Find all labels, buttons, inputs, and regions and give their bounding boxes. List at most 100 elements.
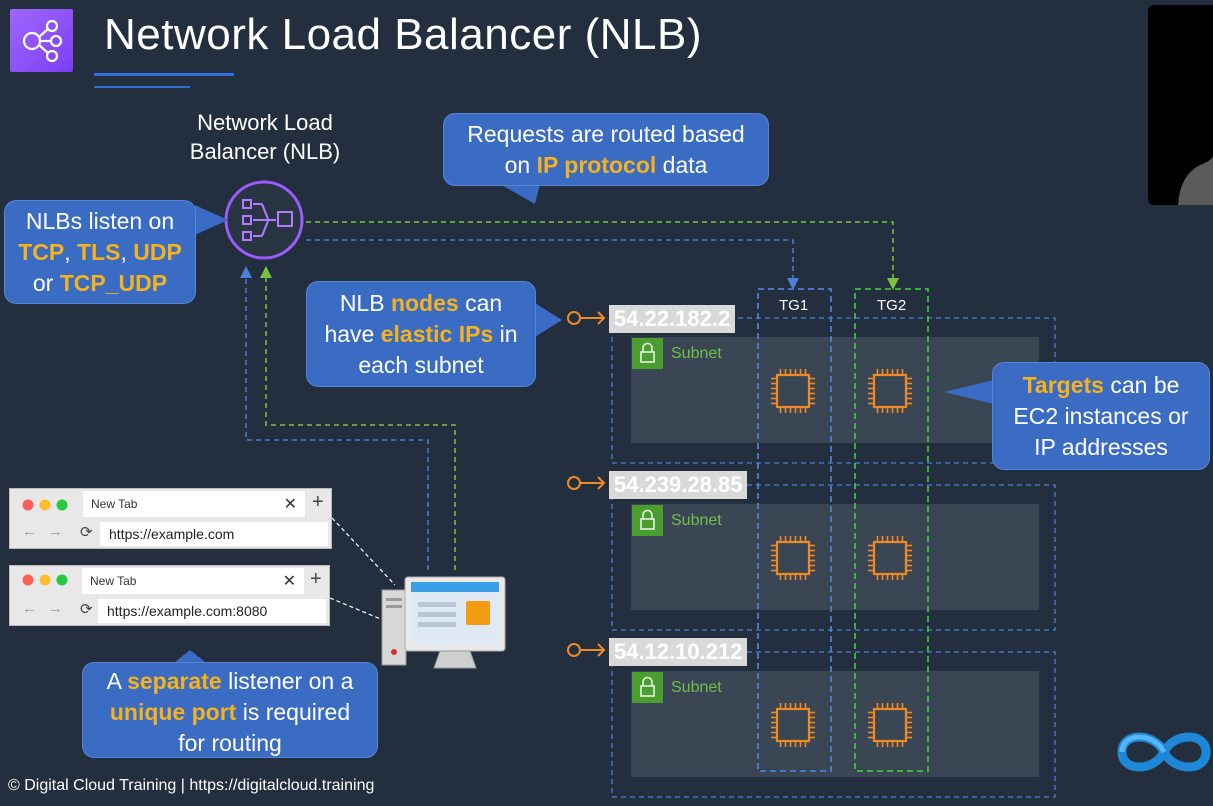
- client-computer-icon: [381, 576, 506, 669]
- callout-separate-listener: A separate listener on a unique port is …: [82, 662, 378, 758]
- callout-pointers: [170, 184, 994, 666]
- callout-routing-line2: on IP protocol data: [444, 150, 768, 181]
- callout-listener-line3: for routing: [178, 730, 282, 756]
- url-text: https://example.com:8080: [107, 603, 268, 619]
- callout-nodes-line1: NLB nodes can: [307, 288, 535, 319]
- tg2-label: TG2: [877, 297, 907, 314]
- callout-targets: Targets can be EC2 instances or IP addre…: [992, 362, 1210, 470]
- callout-ip-routing: Requests are routed based on IP protocol…: [443, 113, 769, 186]
- ec2-chip-icon: [771, 369, 815, 413]
- browser-tab[interactable]: New Tab ✕: [83, 491, 305, 517]
- nlb-icon: [224, 180, 304, 260]
- browser-window-1: New Tab ✕ + ← → ⟳ https://example.com: [9, 488, 332, 549]
- close-icon[interactable]: ✕: [282, 573, 296, 590]
- window-controls: [22, 498, 72, 516]
- highlight-text: UDP: [133, 239, 182, 265]
- highlight-text: IP protocol: [536, 152, 657, 178]
- highlight-text: separate: [127, 668, 222, 694]
- new-tab-icon[interactable]: +: [310, 568, 322, 590]
- elastic-ip-icons: [567, 311, 606, 657]
- highlight-text: elastic IPs: [380, 321, 494, 347]
- nlb-label-line1: Network Load: [197, 110, 333, 135]
- forward-icon[interactable]: →: [48, 523, 63, 540]
- elastic-ip-2: 54.239.28.85: [609, 471, 748, 499]
- elastic-ip-3: 54.12.10.212: [609, 638, 748, 666]
- title-underline: [94, 73, 234, 76]
- nlb-service-logo: [10, 9, 73, 72]
- highlight-text: nodes: [390, 290, 459, 316]
- page-title: Network Load Balancer (NLB): [104, 10, 702, 59]
- callout-nodes-line2: have elastic IPs in: [307, 319, 535, 350]
- nlb-label-line2: Balancer (NLB): [189, 139, 341, 164]
- text: NLB: [339, 290, 391, 316]
- callout-protocols: NLBs listen on TCP, TLS, UDP or TCP_UDP: [4, 200, 196, 304]
- address-bar[interactable]: https://example.com:8080: [98, 599, 326, 623]
- presenter-webcam: [1148, 5, 1213, 205]
- nlb-label: Network Load Balancer (NLB): [170, 108, 360, 166]
- reload-icon[interactable]: ⟳: [80, 524, 93, 541]
- text: or: [32, 270, 60, 296]
- new-tab-icon[interactable]: +: [312, 491, 324, 513]
- title-underline-short: [94, 86, 190, 88]
- text: A: [106, 668, 128, 694]
- text: ,: [64, 239, 77, 265]
- browser-window-2: New Tab ✕ + ← → ⟳ https://example.com:80…: [9, 565, 330, 626]
- ec2-instance-icons: [771, 369, 912, 747]
- url-text: https://example.com: [109, 526, 235, 542]
- highlight-text: TLS: [76, 239, 121, 265]
- traffic-light-icons: [22, 574, 68, 586]
- tab-title: New Tab: [90, 574, 137, 588]
- callout-listen-line1: NLBs listen on: [25, 208, 175, 234]
- network-nodes-icon: [22, 19, 63, 63]
- highlight-text: TCP: [18, 239, 65, 265]
- callout-listen-line2: TCP, TLS, UDP: [5, 237, 195, 268]
- client-to-nlb-paths: [240, 266, 456, 570]
- nlb-to-tg-paths: [306, 221, 899, 290]
- back-icon[interactable]: ←: [22, 523, 37, 540]
- callout-listen-line3: or TCP_UDP: [5, 268, 195, 299]
- highlight-text: Targets: [1022, 372, 1104, 398]
- text: data: [656, 152, 708, 178]
- close-icon[interactable]: ✕: [283, 496, 297, 513]
- text: is required: [236, 699, 351, 725]
- subnet-label-1: Subnet: [671, 345, 722, 362]
- tab-title: New Tab: [91, 497, 138, 511]
- callout-listener-line1: A separate listener on a: [83, 666, 377, 697]
- text: can be: [1103, 372, 1180, 398]
- ec2-chip-icon: [771, 536, 815, 580]
- subnet-label-2: Subnet: [671, 512, 722, 529]
- callout-elastic-ips: NLB nodes can have elastic IPs in each s…: [306, 281, 536, 387]
- text: can: [458, 290, 503, 316]
- text: ,: [120, 239, 134, 265]
- callout-targets-line1: Targets can be: [993, 370, 1209, 401]
- ec2-chip-icon: [868, 369, 912, 413]
- footer-credit: © Digital Cloud Training | https://digit…: [8, 777, 375, 794]
- tg1-label: TG1: [779, 297, 809, 314]
- traffic-light-icons: [22, 499, 68, 511]
- browser-to-client-lines: [329, 517, 396, 621]
- text: have: [324, 321, 381, 347]
- ec2-chip-icon: [868, 703, 912, 747]
- callout-targets-line2: EC2 instances or: [1013, 403, 1189, 429]
- tg1-box: [757, 288, 832, 772]
- callout-routing-line1: Requests are routed based: [467, 121, 745, 147]
- address-bar[interactable]: https://example.com: [100, 522, 328, 546]
- forward-icon[interactable]: →: [48, 600, 63, 617]
- subnet-label-3: Subnet: [671, 679, 722, 696]
- text: on: [504, 152, 537, 178]
- reload-icon[interactable]: ⟳: [80, 601, 93, 618]
- ec2-chip-icon: [771, 703, 815, 747]
- browser-tab[interactable]: New Tab ✕: [82, 568, 304, 594]
- window-controls: [22, 573, 72, 591]
- text: listener on a: [221, 668, 354, 694]
- presenter-silhouette-icon: [1178, 155, 1213, 205]
- callout-targets-line3: IP addresses: [1034, 434, 1168, 460]
- ec2-chip-icon: [868, 536, 912, 580]
- tg2-box: [854, 288, 929, 772]
- text: in: [493, 321, 518, 347]
- highlight-text: TCP_UDP: [59, 270, 168, 296]
- back-icon[interactable]: ←: [22, 600, 37, 617]
- callout-nodes-line3: each subnet: [358, 352, 484, 378]
- callout-listener-line2: unique port is required: [83, 697, 377, 728]
